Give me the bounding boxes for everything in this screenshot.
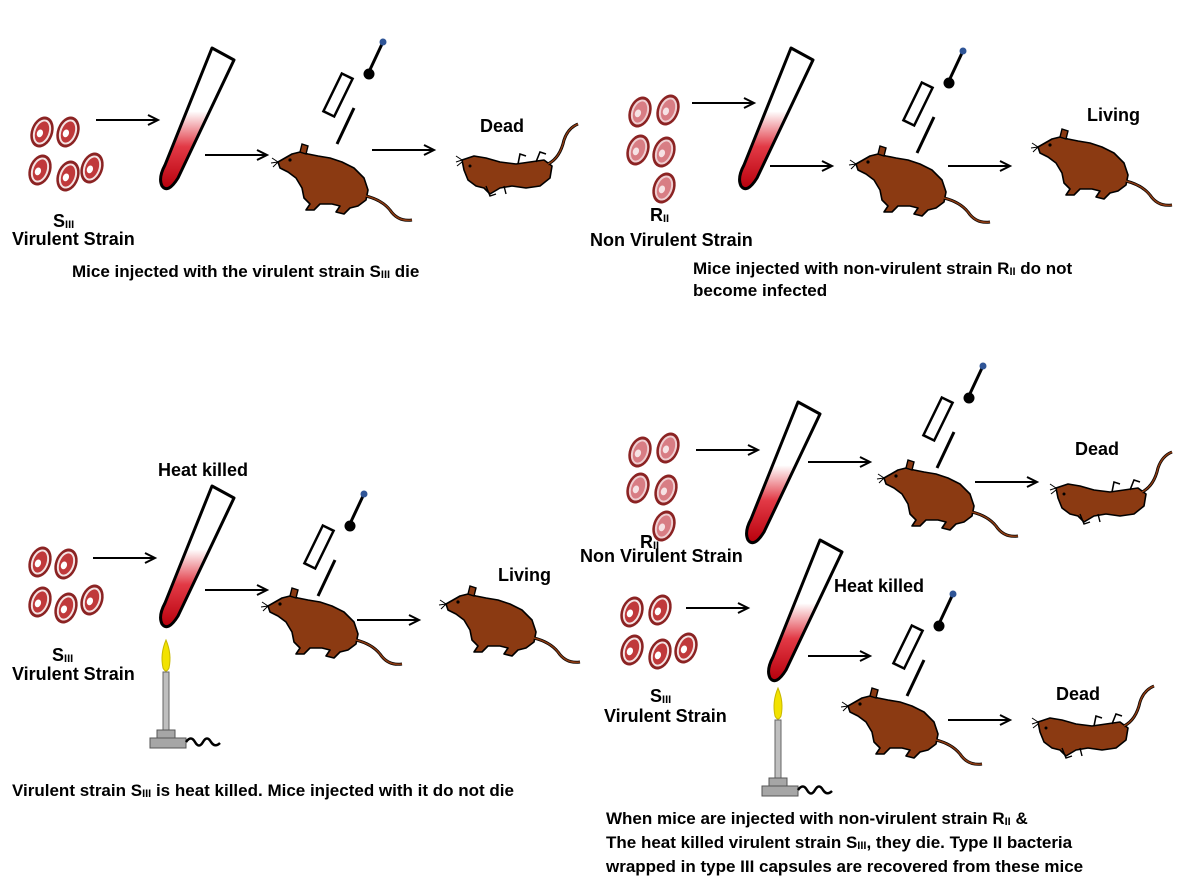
- panel1-bacteria-cluster-icon: [24, 113, 108, 195]
- test-tube-icon: [161, 48, 234, 189]
- arrow-icon: [93, 553, 155, 563]
- panel3-outcome: Living: [498, 565, 551, 586]
- arrow-icon: [372, 145, 434, 155]
- arrow-icon: [948, 161, 1010, 171]
- panel4-r-bacteria-cluster-icon: [622, 429, 684, 545]
- test-tube-icon: [161, 486, 234, 627]
- panel4-heat-label: Heat killed: [834, 576, 924, 597]
- arrow-icon: [205, 585, 267, 595]
- mouse-icon: [877, 460, 1018, 536]
- panel2-strain-name: Non Virulent Strain: [590, 230, 753, 251]
- panel4-r-strain-name: Non Virulent Strain: [580, 546, 743, 567]
- arrow-icon: [808, 457, 870, 467]
- panel4-s-strain-name: Virulent Strain: [604, 706, 727, 727]
- panel4-caption-line1: When mice are injected with non-virulent…: [606, 808, 1028, 833]
- panel1-caption: Mice injected with the virulent strain S…: [72, 261, 419, 286]
- mouse-icon: [271, 144, 412, 220]
- arrow-icon: [96, 115, 158, 125]
- bunsen-burner-icon: [762, 688, 832, 796]
- panel1-outcome: Dead: [480, 116, 524, 137]
- panel2-caption-line2: become infected: [693, 280, 827, 301]
- arrow-icon: [357, 615, 419, 625]
- arrow-icon: [770, 161, 832, 171]
- bunsen-burner-icon: [150, 640, 220, 748]
- test-tube-icon: [769, 540, 842, 681]
- arrow-icon: [808, 651, 870, 661]
- panel3-bacteria-cluster-icon: [24, 543, 108, 627]
- panel2-bacteria-cluster-icon: [622, 91, 684, 207]
- panel3-caption: Virulent strain SIII is heat killed. Mic…: [12, 780, 514, 805]
- syringe-icon: [903, 48, 966, 154]
- panel4-s-bacteria-cluster-icon: [616, 591, 702, 673]
- test-tube-icon: [747, 402, 820, 543]
- mouse-icon: [841, 688, 982, 764]
- panel3-heat-label: Heat killed: [158, 460, 248, 481]
- arrow-icon: [692, 98, 754, 108]
- mouse-icon: [1031, 129, 1172, 205]
- mouse-icon: [439, 586, 580, 662]
- panel2-outcome: Living: [1087, 105, 1140, 126]
- syringe-icon: [323, 39, 386, 145]
- panel4-outcome-top: Dead: [1075, 439, 1119, 460]
- arrow-icon: [205, 150, 267, 160]
- test-tube-icon: [740, 48, 813, 189]
- syringe-icon: [923, 363, 986, 469]
- panel4-caption-line2: The heat killed virulent strain SIII, th…: [606, 832, 1072, 857]
- panel2-strain-symbol: RII: [650, 205, 669, 230]
- arrow-icon: [975, 477, 1037, 487]
- arrow-icon: [696, 445, 758, 455]
- panel3-strain-name: Virulent Strain: [12, 664, 135, 685]
- dead-mouse-icon: [1050, 452, 1172, 524]
- mouse-icon: [261, 588, 402, 664]
- syringe-icon: [304, 491, 367, 597]
- arrow-icon: [686, 603, 748, 613]
- panel1-strain-name: Virulent Strain: [12, 229, 135, 250]
- panel4-caption-line3: wrapped in type III capsules are recover…: [606, 856, 1083, 877]
- arrow-icon: [948, 715, 1010, 725]
- panel4-outcome-bottom: Dead: [1056, 684, 1100, 705]
- syringe-icon: [893, 591, 956, 697]
- mouse-icon: [849, 146, 990, 222]
